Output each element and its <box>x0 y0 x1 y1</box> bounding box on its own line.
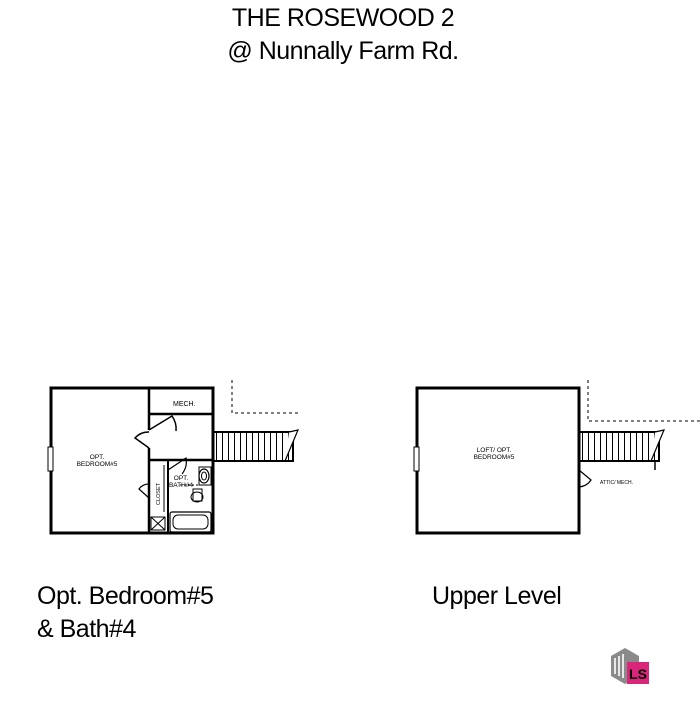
right-floor-plan: LOFT/ OPT. BEDROOM#5 ATTIC/ MECH. <box>413 380 700 535</box>
logo-mark: LS <box>629 666 647 682</box>
left-attic-dashed-line <box>231 380 300 414</box>
right-stairs <box>578 431 660 462</box>
bath-label-line2: BATH#4 <box>169 482 193 489</box>
bath-label-line1: OPT. <box>174 475 189 482</box>
ls-logo-icon: LS <box>611 648 649 684</box>
left-stairs <box>212 431 294 462</box>
left-plan-caption-line2: & Bath#4 <box>37 615 136 643</box>
attic-mech-label: ATTIC/ MECH. <box>600 480 633 486</box>
plan-title: THE ROSEWOOD 2 <box>231 4 455 32</box>
right-attic-dashed-line <box>587 380 700 422</box>
bedroom-label-line2: BEDROOM#5 <box>77 461 118 468</box>
loft-label-line1: LOFT/ OPT. <box>477 447 512 454</box>
plan-subtitle: @ Nunnally Farm Rd. <box>227 37 459 65</box>
mech-room-label: MECH. <box>173 401 196 408</box>
right-window <box>413 446 420 472</box>
left-floor-plan: MECH. OPT. BEDROOM#5 OPT. BATH#4 CLOSET <box>47 380 300 535</box>
bedroom-label-line1: OPT. <box>90 454 105 461</box>
loft-label-line2: BEDROOM#5 <box>474 454 515 461</box>
left-plan-caption-line1: Opt. Bedroom#5 <box>37 582 214 610</box>
left-window <box>47 446 54 472</box>
right-plan-caption: Upper Level <box>432 582 562 610</box>
closet-label: CLOSET <box>156 482 162 505</box>
